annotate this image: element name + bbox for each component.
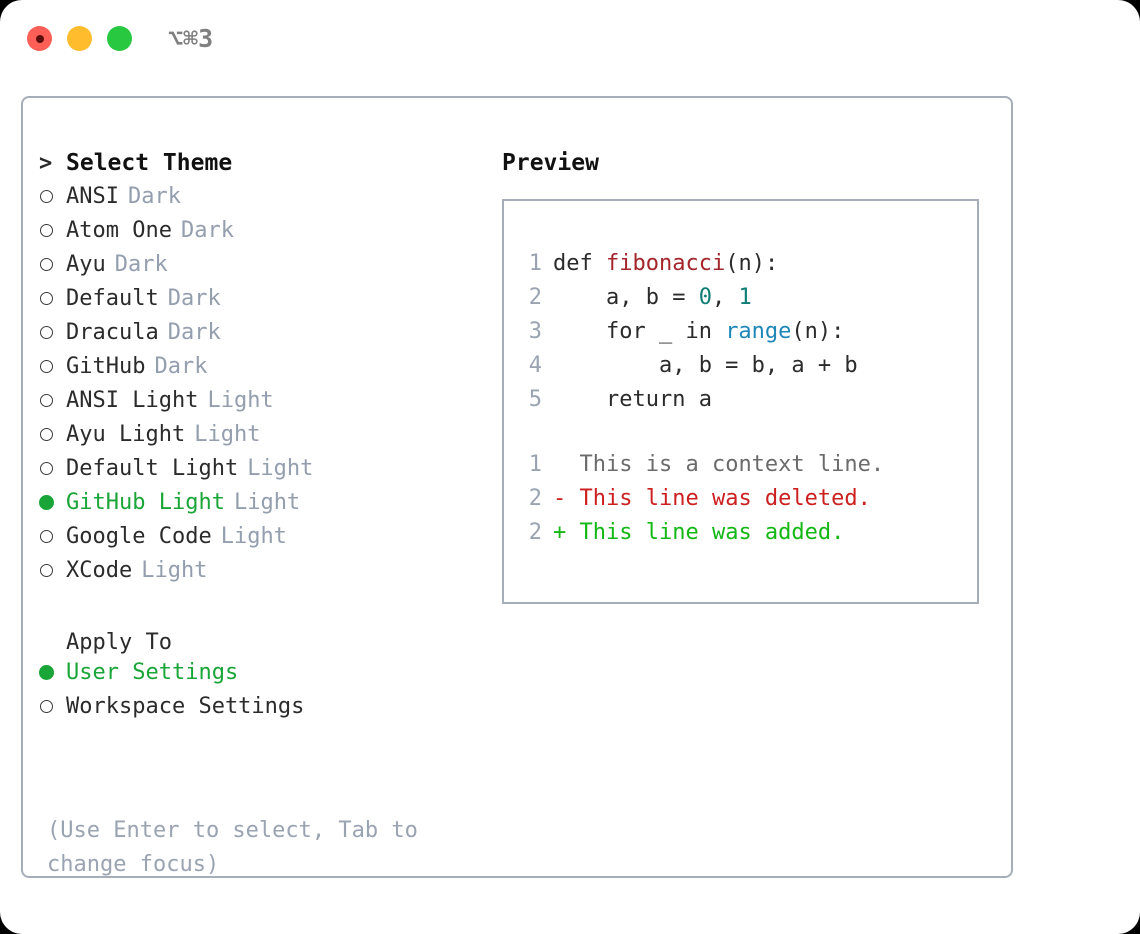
- diff-line-context: 1 This is a context line.: [516, 452, 966, 486]
- line-number: 5: [528, 387, 542, 412]
- code-line: 3 for _ in range (n):: [516, 319, 966, 353]
- line-number: 2: [528, 486, 542, 511]
- theme-option-ansi-light[interactable]: ANSI Light Light: [39, 388, 489, 422]
- theme-option-ansi-dark[interactable]: ANSI Dark: [39, 184, 489, 218]
- line-number: 1: [528, 251, 542, 276]
- theme-option-default-light[interactable]: Default Light Light: [39, 456, 489, 490]
- apply-to-option-workspace-settings[interactable]: Workspace Settings: [39, 694, 489, 728]
- apply-to-header: Apply To: [66, 630, 172, 655]
- theme-variant-tag: Dark: [167, 320, 221, 345]
- code-token: a, b =: [553, 285, 699, 310]
- code-blank-line: [516, 421, 966, 452]
- theme-variant-tag: Light: [194, 422, 261, 447]
- code-token-function: fibonacci: [605, 251, 726, 276]
- theme-variant-tag: Light: [220, 524, 287, 549]
- diff-text: This is a context line.: [579, 452, 885, 477]
- main-panel: > Select Theme ANSI Dark Atom One Dark A…: [21, 96, 1013, 878]
- code-token-number: 0: [698, 285, 712, 310]
- code-token-number: 1: [738, 285, 752, 310]
- code-token: (n):: [791, 319, 845, 344]
- keyboard-shortcut-label: ⌥⌘3: [168, 24, 214, 53]
- theme-variant-tag: Light: [141, 558, 208, 583]
- code-token: a, b = b, a + b: [553, 353, 858, 378]
- list-spacer: [39, 592, 489, 626]
- diff-marker: +: [553, 520, 580, 545]
- code-token: for _ in: [553, 319, 726, 344]
- code-token: return a: [553, 387, 712, 412]
- theme-picker-column: > Select Theme ANSI Dark Atom One Dark A…: [39, 150, 489, 877]
- apply-to-label: Workspace Settings: [66, 694, 305, 719]
- theme-variant-tag: Dark: [154, 354, 208, 379]
- line-number: 2: [528, 520, 542, 545]
- line-number: 3: [528, 319, 542, 344]
- code-token-builtin: range: [725, 319, 792, 344]
- theme-option-atom-one-dark[interactable]: Atom One Dark: [39, 218, 489, 252]
- code-line: 4 a, b = b, a + b: [516, 353, 966, 387]
- theme-name-label: Atom One: [66, 218, 172, 243]
- theme-name-label: Dracula: [66, 320, 159, 345]
- line-number: 1: [528, 452, 542, 477]
- code-line: 2 a, b = 0 , 1: [516, 285, 966, 319]
- code-token: ,: [711, 285, 739, 310]
- diff-line-deleted: 2 - This line was deleted.: [516, 486, 966, 520]
- line-number: 4: [528, 353, 542, 378]
- preview-column: Preview 1 def fibonacci (n): 2 a, b = 0 …: [502, 150, 992, 604]
- theme-name-label: Ayu: [66, 252, 106, 277]
- theme-name-label: Ayu Light: [66, 422, 186, 447]
- preview-title: Preview: [502, 150, 599, 176]
- theme-variant-tag: Light: [207, 388, 274, 413]
- theme-name-label: ANSI: [66, 184, 119, 209]
- preview-box: 1 def fibonacci (n): 2 a, b = 0 , 1 3: [502, 199, 979, 604]
- theme-name-label: Google Code: [66, 524, 212, 549]
- keyboard-hint-text: (Use Enter to select, Tab to change focu…: [47, 818, 432, 877]
- title-bar: ⌥⌘3: [0, 0, 1140, 78]
- apply-to-option-user-settings[interactable]: User Settings: [39, 660, 489, 694]
- maximize-window-button[interactable]: [107, 26, 132, 51]
- theme-variant-tag: Dark: [114, 252, 168, 277]
- code-line: 1 def fibonacci (n):: [516, 251, 966, 285]
- theme-name-label: XCode: [66, 558, 133, 583]
- theme-variant-tag: Dark: [167, 286, 221, 311]
- select-theme-header: > Select Theme: [39, 150, 489, 184]
- theme-option-default-dark[interactable]: Default Dark: [39, 286, 489, 320]
- code-token: (n):: [725, 251, 779, 276]
- theme-name-label: GitHub Light: [66, 490, 225, 515]
- diff-text: This line was deleted.: [579, 486, 871, 511]
- code-line: 5 return a: [516, 387, 966, 421]
- apply-to-label: User Settings: [66, 660, 239, 685]
- theme-name-label: ANSI Light: [66, 388, 199, 413]
- theme-option-ayu-light[interactable]: Ayu Light Light: [39, 422, 489, 456]
- diff-line-added: 2 + This line was added.: [516, 520, 966, 554]
- theme-option-dracula-dark[interactable]: Dracula Dark: [39, 320, 489, 354]
- minimize-window-button[interactable]: [67, 26, 92, 51]
- cursor-caret-icon: >: [39, 151, 53, 176]
- theme-variant-tag: Dark: [180, 218, 234, 243]
- diff-marker: [553, 452, 580, 477]
- theme-variant-tag: Dark: [127, 184, 181, 209]
- diff-marker: -: [553, 486, 580, 511]
- close-window-button[interactable]: [27, 26, 52, 51]
- theme-option-xcode[interactable]: XCode Light: [39, 558, 489, 592]
- theme-option-ayu-dark[interactable]: Ayu Dark: [39, 252, 489, 286]
- theme-option-github-light[interactable]: GitHub Light Light: [39, 490, 489, 524]
- theme-variant-tag: Light: [247, 456, 314, 481]
- diff-text: This line was added.: [579, 520, 845, 545]
- line-number: 2: [528, 285, 542, 310]
- code-token: def: [553, 251, 606, 276]
- theme-option-google-code[interactable]: Google Code Light: [39, 524, 489, 558]
- theme-option-github-dark[interactable]: GitHub Dark: [39, 354, 489, 388]
- select-theme-title: Select Theme: [66, 150, 233, 176]
- theme-name-label: Default Light: [66, 456, 239, 481]
- theme-name-label: Default: [66, 286, 159, 311]
- theme-name-label: GitHub: [66, 354, 146, 379]
- theme-variant-tag: Light: [233, 490, 301, 515]
- code-sample: 1 def fibonacci (n): 2 a, b = 0 , 1 3: [516, 251, 966, 554]
